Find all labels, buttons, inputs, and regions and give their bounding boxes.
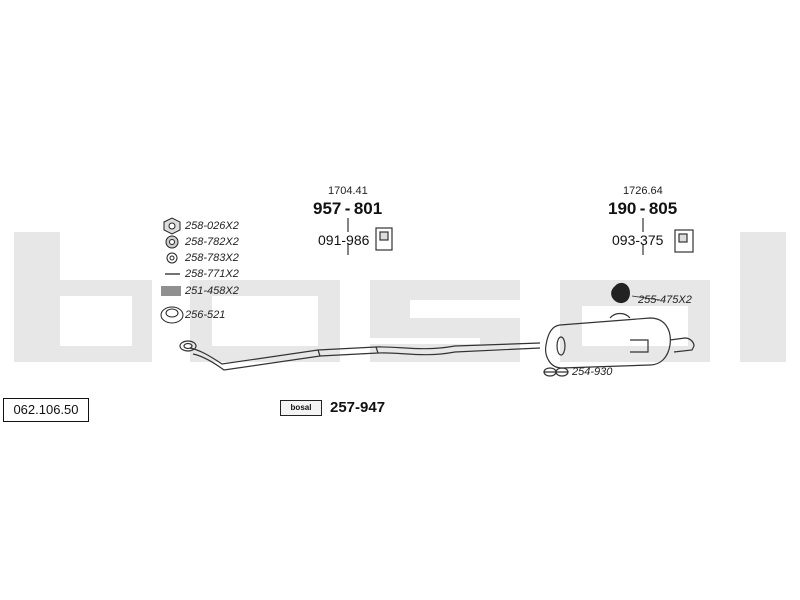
front-mount-number: 091-986 bbox=[318, 232, 370, 248]
nut-icon bbox=[163, 217, 181, 235]
rubber-mount-label: 255-475X2 bbox=[638, 294, 692, 306]
fitting-label: 258-782X2 bbox=[185, 236, 239, 248]
fitting-label: 258-026X2 bbox=[185, 220, 239, 232]
front-hanger-icon bbox=[347, 218, 393, 255]
fitting-label: 258-771X2 bbox=[185, 268, 239, 280]
clamp-icon bbox=[543, 367, 569, 377]
rubber-mount-icon bbox=[611, 282, 661, 304]
rear-hanger-icon bbox=[642, 218, 694, 255]
rear-mount-number: 093-375 bbox=[612, 232, 664, 248]
rear-part-number: 190 - 805 bbox=[608, 199, 678, 218]
spring-icon bbox=[161, 286, 181, 296]
bosal-kit-icon: bosal bbox=[280, 400, 322, 416]
fitting-label: 258-783X2 bbox=[185, 252, 239, 264]
front-ref: 1704.41 bbox=[328, 185, 368, 197]
rear-ref: 1726.64 bbox=[623, 185, 663, 197]
fitting-label: 256-521 bbox=[185, 309, 226, 321]
clamp-label: 254-930 bbox=[572, 366, 613, 378]
front-part-number: 957 - 801 bbox=[313, 199, 383, 218]
front-pipe bbox=[179, 340, 541, 371]
kit-part-number: 257-947 bbox=[330, 399, 386, 416]
washer-icon bbox=[166, 252, 178, 264]
fitting-label: 251-458X2 bbox=[185, 285, 239, 297]
rear-silencer bbox=[545, 312, 695, 369]
diagram-code: 062.106.50 bbox=[3, 398, 89, 422]
spring-washer-icon bbox=[165, 235, 179, 249]
gasket-ring-icon bbox=[160, 306, 184, 324]
